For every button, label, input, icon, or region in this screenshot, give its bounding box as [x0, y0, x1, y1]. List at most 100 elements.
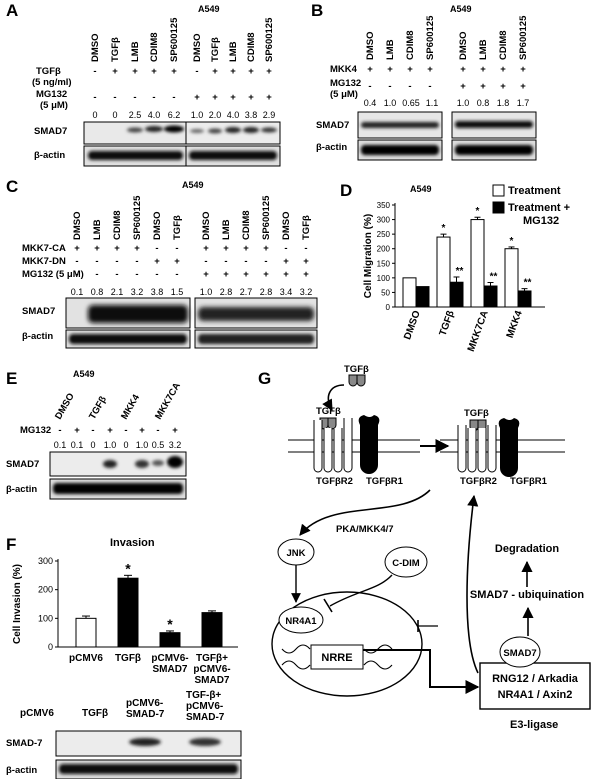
- panel-c-signs: + + + + - - + + + + - - - - - - + + - - …: [74, 243, 309, 280]
- sign: +: [460, 64, 466, 75]
- sign: -: [91, 425, 94, 436]
- tgfb-bound-label: TGFβ: [316, 406, 341, 417]
- lane-label-line: SMAD-7: [186, 712, 225, 723]
- panel-a-tgfb-conc: (5 ng/ml): [32, 77, 72, 88]
- lane-label: TGFβ: [301, 215, 312, 240]
- lane-label: TGFβ: [210, 37, 221, 62]
- group-label: DMSO: [53, 391, 77, 421]
- panel-e-cell-line: A549: [73, 369, 95, 379]
- densitometry-value: 3.4: [280, 287, 293, 297]
- panel-f-letter: F: [6, 535, 16, 554]
- densitometry-value: 1.0: [104, 440, 117, 450]
- lane-label: TGFβ: [82, 708, 108, 719]
- sign: -: [244, 256, 247, 267]
- sign: +: [387, 64, 393, 75]
- legend-label-mg132: Treatment +: [508, 202, 570, 214]
- x-tick-label: TGFβ: [115, 653, 141, 664]
- blot-frame: [49, 451, 187, 477]
- bar-mg132: [449, 281, 464, 308]
- panel-c: C A549 DMSO LMB CDIM8 SP600125 DMSO TGFβ…: [6, 177, 318, 349]
- significance-marker: *: [442, 223, 446, 234]
- densitometry-value: 1.0: [200, 287, 213, 297]
- panel-f-actin-band: [59, 764, 238, 774]
- nr4a1-label: NR4A1: [285, 616, 317, 627]
- y-tick-label: 50: [381, 288, 390, 297]
- lane-label: TGFβ: [110, 37, 121, 62]
- receptor-r1-shape: [358, 415, 380, 474]
- lane-label: CDIM8: [112, 210, 123, 240]
- receptor-complex-left: TGFβ TGFβR2 TGFβR1: [313, 406, 404, 487]
- blot-band: [189, 738, 221, 746]
- panel-f: F Invasion Cell Invasion (%)0100200300pC…: [6, 535, 242, 779]
- blot-frame: [83, 121, 187, 145]
- blot-band: [243, 127, 259, 133]
- sign: -: [95, 256, 98, 267]
- dna-strand: [281, 660, 311, 670]
- panel-d-legend: Treatment Treatment + MG132: [492, 184, 570, 227]
- panel-a-tgfb-signs: - + + + + - + + + +: [93, 66, 272, 77]
- densitometry-value: 0: [112, 110, 117, 120]
- e3-ligase-box: [479, 662, 591, 710]
- lane-label-line: pCMV6-: [126, 698, 163, 709]
- sign: +: [520, 81, 526, 92]
- blot-band: [455, 121, 533, 128]
- sign: +: [172, 425, 178, 436]
- ubiquination-label: SMAD7 - ubiquination: [470, 589, 585, 601]
- receptor-r2-subunit: [457, 425, 467, 473]
- sign: -: [115, 269, 118, 280]
- sign: +: [283, 256, 289, 267]
- lane-label: DMSO: [281, 212, 292, 241]
- y-axis-title: Cell Invasion (%): [12, 564, 23, 644]
- ligand-shape: [356, 374, 366, 387]
- smad7-node: [499, 636, 541, 668]
- densitometry-value: 0.4: [364, 98, 377, 108]
- densitometry-value: 3.2: [169, 440, 182, 450]
- densitometry-value: 2.7: [240, 287, 253, 297]
- blot-band: [198, 307, 314, 321]
- densitometry-value: 2.9: [263, 110, 276, 120]
- densitometry-value: 0.1: [71, 287, 84, 297]
- sign: -: [428, 81, 431, 92]
- lane-label: DMSO: [152, 212, 163, 241]
- densitometry-value: 1.7: [517, 98, 530, 108]
- densitometry-value: 0.8: [477, 98, 490, 108]
- densitometry-value: 3.2: [131, 287, 144, 297]
- panel-b: B A549 DMSO LMB CDIM8 SP600125 DMSO LMB …: [311, 1, 537, 161]
- densitometry-value: 1.0: [384, 98, 397, 108]
- sign: +: [266, 92, 272, 103]
- y-axis-title: Cell Migration (%): [363, 214, 374, 298]
- panel-c-smad7-bands: [88, 305, 314, 323]
- densitometry-value: 2.0: [209, 110, 222, 120]
- blot-band: [261, 127, 277, 133]
- sign: -: [304, 243, 307, 254]
- free-tgfb-ligand: [348, 374, 366, 387]
- panel-a-values: 0 0 2.5 4.0 6.2 1.0 2.0 4.0 3.8 2.9: [92, 110, 275, 120]
- legend-label-mg132-cont: MG132: [523, 215, 559, 227]
- jnk-label: JNK: [286, 548, 305, 559]
- y-tick-label: 100: [377, 274, 391, 283]
- panel-e-mg132-label: MG132: [20, 425, 51, 436]
- panel-a-smad7-label: SMAD7: [34, 126, 67, 137]
- panel-a-letter: A: [6, 1, 18, 20]
- panel-c-mkk7dn-label: MKK7-DN: [22, 256, 66, 267]
- densitometry-value: 0.1: [71, 440, 84, 450]
- sign: +: [460, 81, 466, 92]
- sign: +: [223, 269, 229, 280]
- panel-a-smad7-bands: [127, 125, 277, 134]
- densitometry-value: 6.2: [168, 110, 181, 120]
- densitometry-value: 1.5: [171, 287, 184, 297]
- x-tick-label: MKK7CA: [466, 309, 491, 353]
- sign: -: [152, 92, 155, 103]
- sign: +: [94, 243, 100, 254]
- receptor-r2-subunit: [343, 418, 353, 473]
- sign: +: [303, 269, 309, 280]
- blot-band: [361, 122, 439, 128]
- inhibition-bar: [323, 598, 333, 613]
- dna-helix: [281, 644, 393, 670]
- degradation-label: Degradation: [495, 543, 559, 555]
- sign: +: [114, 243, 120, 254]
- tgfb-bound-label: TGFβ: [464, 408, 489, 419]
- lane-label: CDIM8: [246, 32, 257, 62]
- sign: +: [74, 243, 80, 254]
- legend-swatch-treatment: [492, 184, 505, 197]
